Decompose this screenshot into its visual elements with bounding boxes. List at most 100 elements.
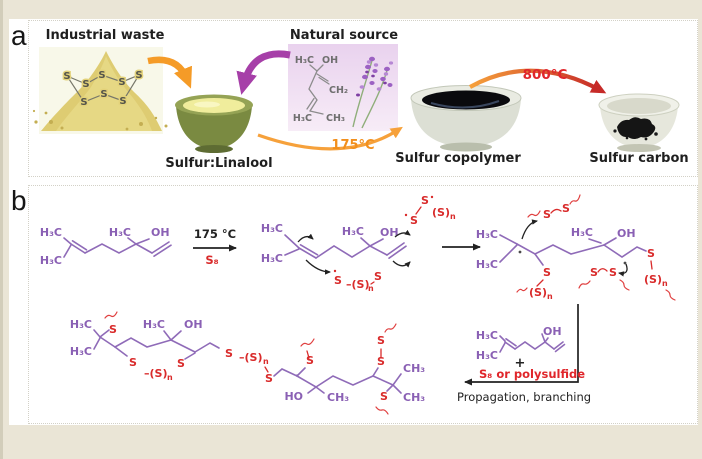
s-label: S bbox=[109, 323, 117, 336]
oh-label: OH bbox=[617, 227, 636, 240]
temp-175-label: 175°C bbox=[331, 138, 374, 153]
sulfur-carbon-label: Sulfur carbon bbox=[589, 151, 688, 166]
h3c-label: H₃C bbox=[143, 318, 165, 331]
unit-b-sulfur: S S S S bbox=[300, 323, 397, 415]
ch3-label: CH₃ bbox=[327, 391, 349, 404]
h3c-label: H₃C bbox=[70, 345, 92, 358]
oh-label: OH bbox=[184, 318, 203, 331]
s-atom: S bbox=[100, 89, 107, 100]
bowl-to-copolymer-arrow bbox=[257, 126, 403, 151]
sub-n: n bbox=[167, 373, 173, 382]
sub-n: n bbox=[263, 357, 269, 366]
reaction-arrow-1: 175 °C S₈ bbox=[193, 227, 237, 267]
s-atom: S bbox=[80, 97, 87, 108]
temp-800-label: 800°C bbox=[523, 67, 568, 83]
s-label: S bbox=[609, 266, 617, 279]
s-label: S bbox=[543, 266, 551, 279]
s-label: S bbox=[647, 247, 655, 260]
panel-a: Industrial waste Natural source S S S S … bbox=[28, 20, 698, 177]
s-chain-label: (S) bbox=[432, 206, 450, 219]
s-atom: S bbox=[135, 70, 142, 81]
s-label: S bbox=[562, 202, 570, 215]
h3c-label: H₃C bbox=[571, 226, 593, 239]
natural-source-photo: H₃C OH CH₂ H₃C CH₃ bbox=[288, 44, 398, 131]
source-to-bowl-arrow bbox=[236, 50, 291, 95]
s-chain-dash-label: –(S) bbox=[346, 278, 369, 291]
s-label: S bbox=[410, 214, 418, 227]
sub-n: n bbox=[450, 212, 456, 221]
ho-label: HO bbox=[284, 390, 303, 403]
s-label: S bbox=[334, 274, 342, 287]
bonds bbox=[499, 333, 566, 353]
arrow1-reagent: S₈ bbox=[205, 253, 218, 267]
industrial-waste-label: Industrial waste bbox=[46, 28, 165, 43]
s-atom: S bbox=[119, 96, 126, 107]
h3c-label: H₃C bbox=[40, 226, 62, 239]
s-chain-label: (S) bbox=[644, 273, 662, 286]
panel-a-label: a bbox=[11, 20, 27, 51]
plus-sign: + bbox=[515, 356, 526, 371]
h3c-label: H₃C bbox=[293, 113, 312, 124]
panel-b-mechanism: H₃C H₃C H₃C OH 175 °C S₈ H₃C H₃C H₃C OH bbox=[40, 194, 676, 415]
h3c-label: H₃C bbox=[109, 226, 131, 239]
waste-to-bowl-arrow bbox=[147, 56, 192, 89]
h3c-label: H₃C bbox=[476, 228, 498, 241]
s-label: S bbox=[380, 390, 388, 403]
electron-arrows bbox=[521, 219, 628, 277]
sub-n: n bbox=[368, 284, 374, 293]
panel-a-scheme: Industrial waste Natural source S S S S … bbox=[32, 28, 689, 171]
s-atom: S bbox=[82, 79, 89, 90]
s-label: S bbox=[265, 372, 273, 385]
electron-arrows bbox=[297, 229, 411, 275]
s-label: S bbox=[377, 334, 385, 347]
linalool-structure-gray: H₃C OH CH₂ H₃C CH₃ bbox=[293, 55, 348, 124]
panel-b-label: b bbox=[11, 185, 27, 216]
s-label: S bbox=[590, 266, 598, 279]
h3c-label: H₃C bbox=[476, 258, 498, 271]
sulfur-radical-top: S S (S) n bbox=[404, 194, 456, 227]
propagation-arrow bbox=[464, 304, 579, 386]
s-label: S bbox=[306, 354, 314, 367]
s-atom: S bbox=[98, 70, 105, 81]
h3c-label: H₃C bbox=[342, 225, 364, 238]
s-chain-dash-label: –(S) bbox=[144, 367, 167, 380]
sulfur-copolymer-label: Sulfur copolymer bbox=[395, 151, 521, 166]
right-polysulfide: S (S) n bbox=[644, 247, 676, 301]
s-label: S bbox=[177, 357, 185, 370]
polymer-product-structure: H₃C H₃C H₃C OH S S –(S) n S S –(S) n S bbox=[70, 311, 425, 415]
oh-label: OH bbox=[380, 226, 399, 239]
ch3-label: CH₃ bbox=[403, 362, 425, 375]
sub-n: n bbox=[547, 292, 553, 301]
bonds bbox=[93, 329, 220, 360]
ch3-label: CH₃ bbox=[326, 113, 345, 124]
s-chain-label: (S) bbox=[529, 286, 547, 299]
arrow1-temp: 175 °C bbox=[194, 227, 236, 241]
sulfur-linalool-bowl bbox=[175, 94, 253, 153]
s-chain-dash-label: –(S) bbox=[239, 351, 262, 364]
h3c-label: H₃C bbox=[40, 254, 62, 267]
s-label: S bbox=[543, 208, 551, 221]
panel-b: H₃C H₃C H₃C OH 175 °C S₈ H₃C H₃C H₃C OH bbox=[28, 185, 698, 424]
h3c-label: H₃C bbox=[70, 318, 92, 331]
sulfur-copolymer-bowl bbox=[410, 85, 522, 152]
linalool-structure: H₃C H₃C H₃C OH bbox=[40, 226, 172, 267]
propagation-label: Propagation, branching bbox=[457, 390, 591, 404]
lavender-sprigs bbox=[352, 56, 394, 129]
s-label: S bbox=[129, 356, 137, 369]
s-atom: S bbox=[63, 71, 70, 82]
unit-b-bonds bbox=[273, 367, 402, 394]
sulfur-linalool-label: Sulfur:Linalool bbox=[165, 156, 272, 171]
sulfur-carbon-bowl bbox=[598, 93, 680, 152]
ch3-label: CH₃ bbox=[403, 391, 425, 404]
h3c-label: H₃C bbox=[476, 349, 498, 362]
natural-source-label: Natural source bbox=[290, 28, 398, 43]
bonds bbox=[63, 237, 172, 258]
top-disulfide: S S bbox=[527, 194, 581, 221]
radical-attack-structure: H₃C H₃C H₃C OH S S (S) n S –(S) n S bbox=[261, 194, 456, 293]
sub-n: n bbox=[662, 279, 668, 288]
oh-label: OH bbox=[543, 325, 562, 338]
bonds bbox=[284, 234, 407, 259]
h3c-label: H₃C bbox=[261, 252, 283, 265]
s-label: S bbox=[377, 355, 385, 368]
s-label: S bbox=[225, 347, 233, 360]
